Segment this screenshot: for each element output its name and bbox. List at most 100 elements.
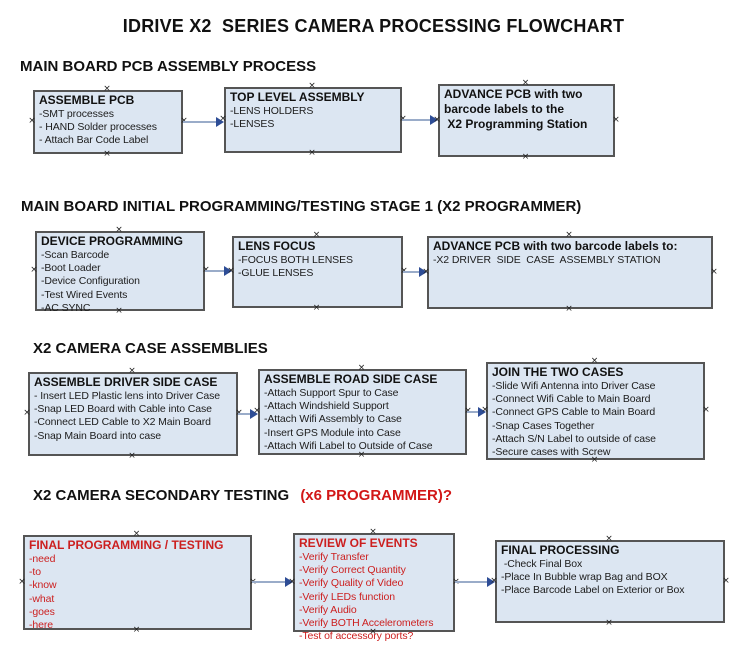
connection-handle-icon: ×: [128, 451, 136, 461]
flow-box-final-programming-testing[interactable]: × × × × FINAL PROGRAMMING / TESTING -nee…: [18, 530, 257, 635]
flow-box-advance-pcb-driver-side[interactable]: × × × × ADVANCE PCB with two barcode lab…: [422, 231, 718, 314]
arrow-line: [455, 581, 489, 583]
box-title: JOIN THE TWO CASES: [492, 365, 624, 379]
connection-handle-icon: ×: [710, 266, 718, 277]
box-title: ASSEMBLE ROAD SIDE CASE: [264, 372, 438, 386]
flow-box-assemble-driver-side-case[interactable]: × × × × ASSEMBLE DRIVER SIDE CASE - Inse…: [23, 367, 243, 461]
box-line: -X2 DRIVER SIDE CASE ASSEMBLY STATION: [433, 254, 661, 266]
arrowhead-icon: [250, 409, 258, 419]
connection-handle-icon: ×: [308, 148, 316, 158]
box-line: -Device Configuration: [41, 275, 140, 288]
box-line: -Verify BOTH Accelerometers: [299, 617, 434, 630]
arrow-line: [252, 581, 287, 583]
box-line: -goes: [29, 605, 55, 618]
arrow-line: [402, 119, 432, 121]
box-line: -Connect LED Cable to X2 Main Board: [34, 416, 211, 429]
flow-box-final-processing[interactable]: × × × × FINAL PROCESSING -Check Final Bo…: [490, 535, 730, 628]
box-line: -Attach Wifi Label to Outside of Case: [264, 439, 433, 452]
section-heading-black-part: X2 CAMERA SECONDARY TESTING: [33, 487, 294, 504]
connection-handle-icon: ×: [30, 265, 38, 275]
connection-handle-icon: ×: [103, 149, 111, 159]
box-title: ADVANCE PCB with two barcode labels to:: [433, 239, 678, 253]
box-line: -Attach Wifi Assembly to Case: [264, 413, 402, 426]
box-line: -Secure cases with Screw: [492, 446, 611, 459]
box-line: -Place In Bubble wrap Bag and BOX: [501, 571, 668, 584]
box-line: -SMT processes: [39, 108, 114, 120]
connection-handle-icon: ×: [18, 576, 26, 587]
box-line: -here: [29, 619, 54, 632]
box-title: DEVICE PROGRAMMING: [41, 234, 184, 248]
section-heading-case-assemblies: X2 CAMERA CASE ASSEMBLIES: [33, 340, 268, 357]
flow-box-lens-focus[interactable]: × × × × LENS FOCUS -FOCUS BOTH LENSES -G…: [227, 231, 408, 313]
section-heading-secondary-testing: X2 CAMERA SECONDARY TESTING (x6 PROGRAMM…: [33, 487, 452, 504]
box-line: -LENS HOLDERS: [230, 105, 314, 117]
flow-box-advance-pcb-programming-station[interactable]: × × × × ADVANCE PCB with two barcode lab…: [433, 79, 620, 162]
box-title: REVIEW OF EVENTS: [299, 536, 418, 550]
box-title: ADVANCE PCB with two: [444, 87, 583, 101]
flow-box-review-of-events[interactable]: × × × × REVIEW OF EVENTS -Verify Transfe…: [288, 528, 460, 643]
box-line: -Snap Cases Together: [492, 419, 595, 432]
flow-box-device-programming[interactable]: × × × × DEVICE PROGRAMMING -Scan Barcode…: [30, 226, 210, 316]
box-line: -Verify Correct Quantity: [299, 564, 406, 577]
flow-box-join-the-two-cases[interactable]: × × × × JOIN THE TWO CASES -Slide Wifi A…: [481, 357, 710, 465]
flow-box-top-level-assembly[interactable]: × × × × TOP LEVEL ASSEMBLY -LENS HOLDERS…: [219, 82, 407, 158]
connection-handle-icon: ×: [28, 116, 36, 126]
connector-arrow[interactable]: [252, 577, 293, 587]
flow-box-assemble-pcb[interactable]: × × × × ASSEMBLE PCB -SMT processes - HA…: [28, 85, 188, 159]
box-line: -Verify LEDs function: [299, 590, 395, 603]
arrowhead-icon: [419, 267, 427, 277]
connection-handle-icon: ×: [23, 408, 31, 418]
box-line: -need: [29, 553, 56, 565]
box-line: -Boot Loader: [41, 262, 101, 275]
box-title: ASSEMBLE DRIVER SIDE CASE: [34, 375, 218, 389]
box-line: -what: [29, 592, 55, 605]
arrow-line: [205, 270, 226, 272]
connector-arrow[interactable]: [183, 117, 224, 127]
box-line: - HAND Solder processes: [39, 121, 157, 134]
flow-box-assemble-road-side-case[interactable]: × × × × ASSEMBLE ROAD SIDE CASE -Attach …: [253, 364, 472, 460]
box-line: -to: [29, 566, 41, 579]
connection-handle-icon: ×: [722, 575, 730, 586]
connector-arrow[interactable]: [467, 407, 486, 417]
arrow-line: [238, 413, 252, 415]
connection-handle-icon: ×: [565, 304, 573, 314]
page-title: IDRIVE X2 SERIES CAMERA PROCESSING FLOWC…: [122, 16, 625, 36]
box-line: -Place Barcode Label on Exterior or Box: [501, 584, 685, 597]
box-title: LENS FOCUS: [238, 239, 316, 253]
box-line: -Connect Wifi Cable to Main Board: [492, 393, 651, 406]
box-line: -Insert GPS Module into Case: [264, 426, 401, 439]
box-line: -Attach Support Spur to Case: [264, 387, 399, 399]
arrowhead-icon: [430, 115, 438, 125]
connection-handle-icon: ×: [702, 405, 710, 415]
box-line: X2 Programming Station: [444, 117, 588, 131]
box-line: -Snap Main Board into case: [34, 429, 161, 442]
arrow-line: [467, 411, 480, 413]
section-heading-initial-programming: MAIN BOARD INITIAL PROGRAMMING/TESTING S…: [21, 198, 582, 215]
connector-arrow[interactable]: [455, 577, 495, 587]
arrowhead-icon: [478, 407, 486, 417]
arrowhead-icon: [487, 577, 495, 587]
box-line: -Scan Barcode: [41, 249, 110, 261]
connector-arrow[interactable]: [403, 267, 427, 277]
connector-arrow[interactable]: [402, 115, 438, 125]
arrow-line: [183, 121, 218, 123]
connection-handle-icon: ×: [612, 114, 620, 125]
connector-arrow[interactable]: [205, 266, 232, 276]
box-line: -Test of accessory ports?: [299, 630, 414, 643]
box-line: barcode labels to the: [444, 102, 565, 116]
box-line: -AC SYNC: [41, 301, 91, 314]
box-line: -LENSES: [230, 118, 275, 131]
connection-handle-icon: ×: [312, 303, 321, 313]
arrowhead-icon: [224, 266, 232, 276]
connector-arrow[interactable]: [238, 409, 258, 419]
section-heading-red-part: (x6 PROGRAMMER)?: [300, 487, 452, 504]
box-line: -Snap LED Board with Cable into Case: [34, 403, 212, 416]
arrow-line: [403, 271, 421, 273]
box-line: -know: [29, 579, 57, 592]
box-line: -Verify Transfer: [299, 551, 369, 563]
box-line: -GLUE LENSES: [238, 267, 314, 280]
box-line: -Attach S/N Label to outside of case: [492, 432, 656, 445]
connection-handle-icon: ×: [605, 618, 613, 628]
box-title: ASSEMBLE PCB: [39, 93, 135, 107]
box-line: - Attach Bar Code Label: [39, 134, 149, 147]
